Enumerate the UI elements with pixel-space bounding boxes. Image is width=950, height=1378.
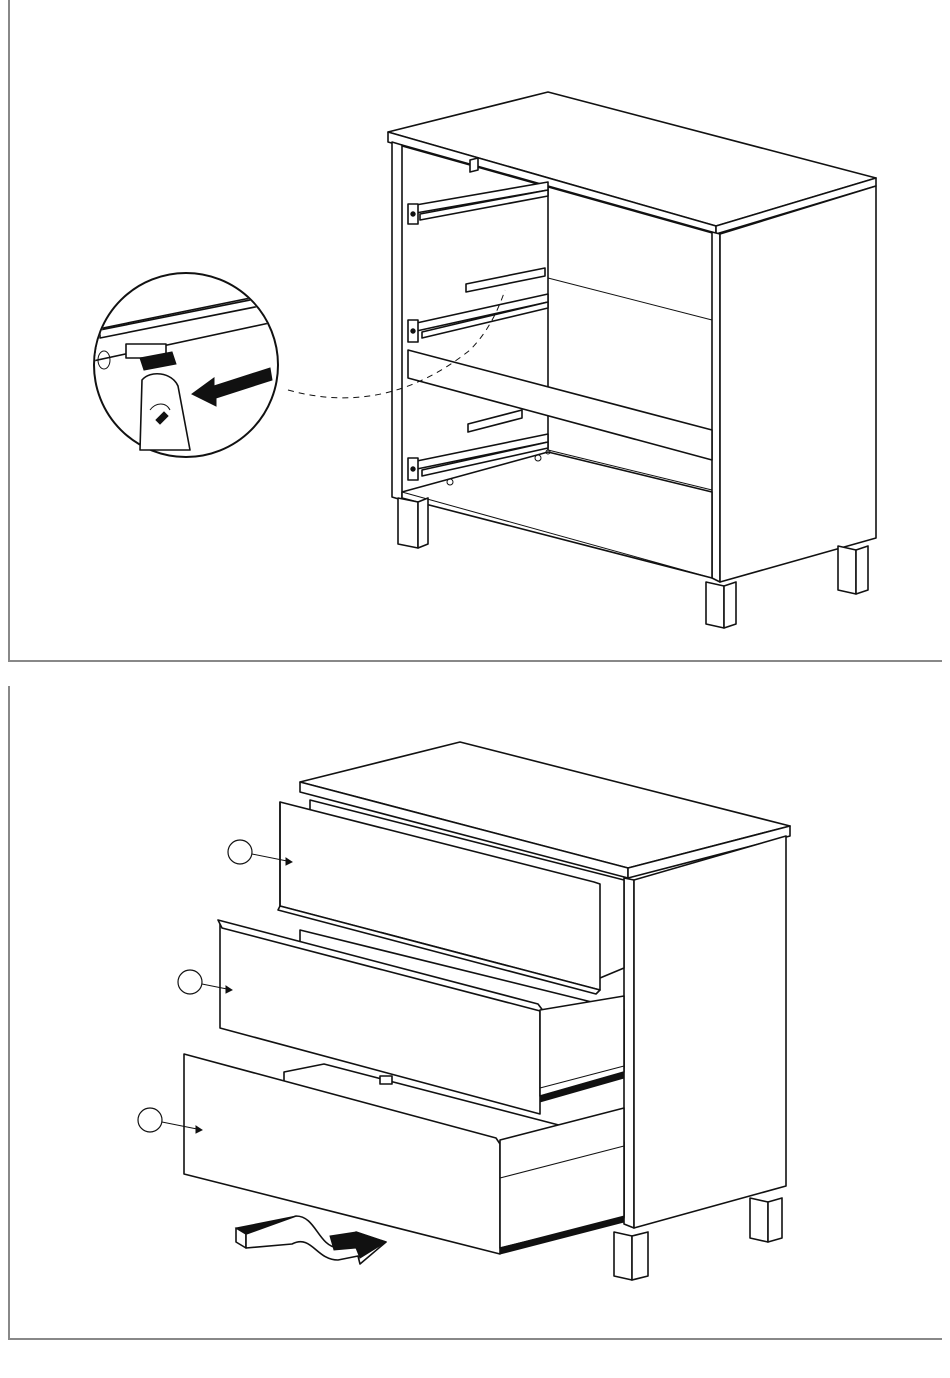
drawer-slides <box>408 158 548 480</box>
dresser-right-side <box>712 186 876 582</box>
step-panel-remove-rails <box>0 0 950 668</box>
rail-release-detail-zoom <box>54 273 278 457</box>
dresser-drawers-diagram <box>0 668 950 1378</box>
dresser-front-rail <box>408 350 712 460</box>
dresser-carcass-diagram <box>0 0 950 668</box>
step-panel-insert-drawers <box>0 668 950 1378</box>
push-arrow-icon <box>236 1216 386 1264</box>
dresser-right-side <box>624 836 786 1228</box>
